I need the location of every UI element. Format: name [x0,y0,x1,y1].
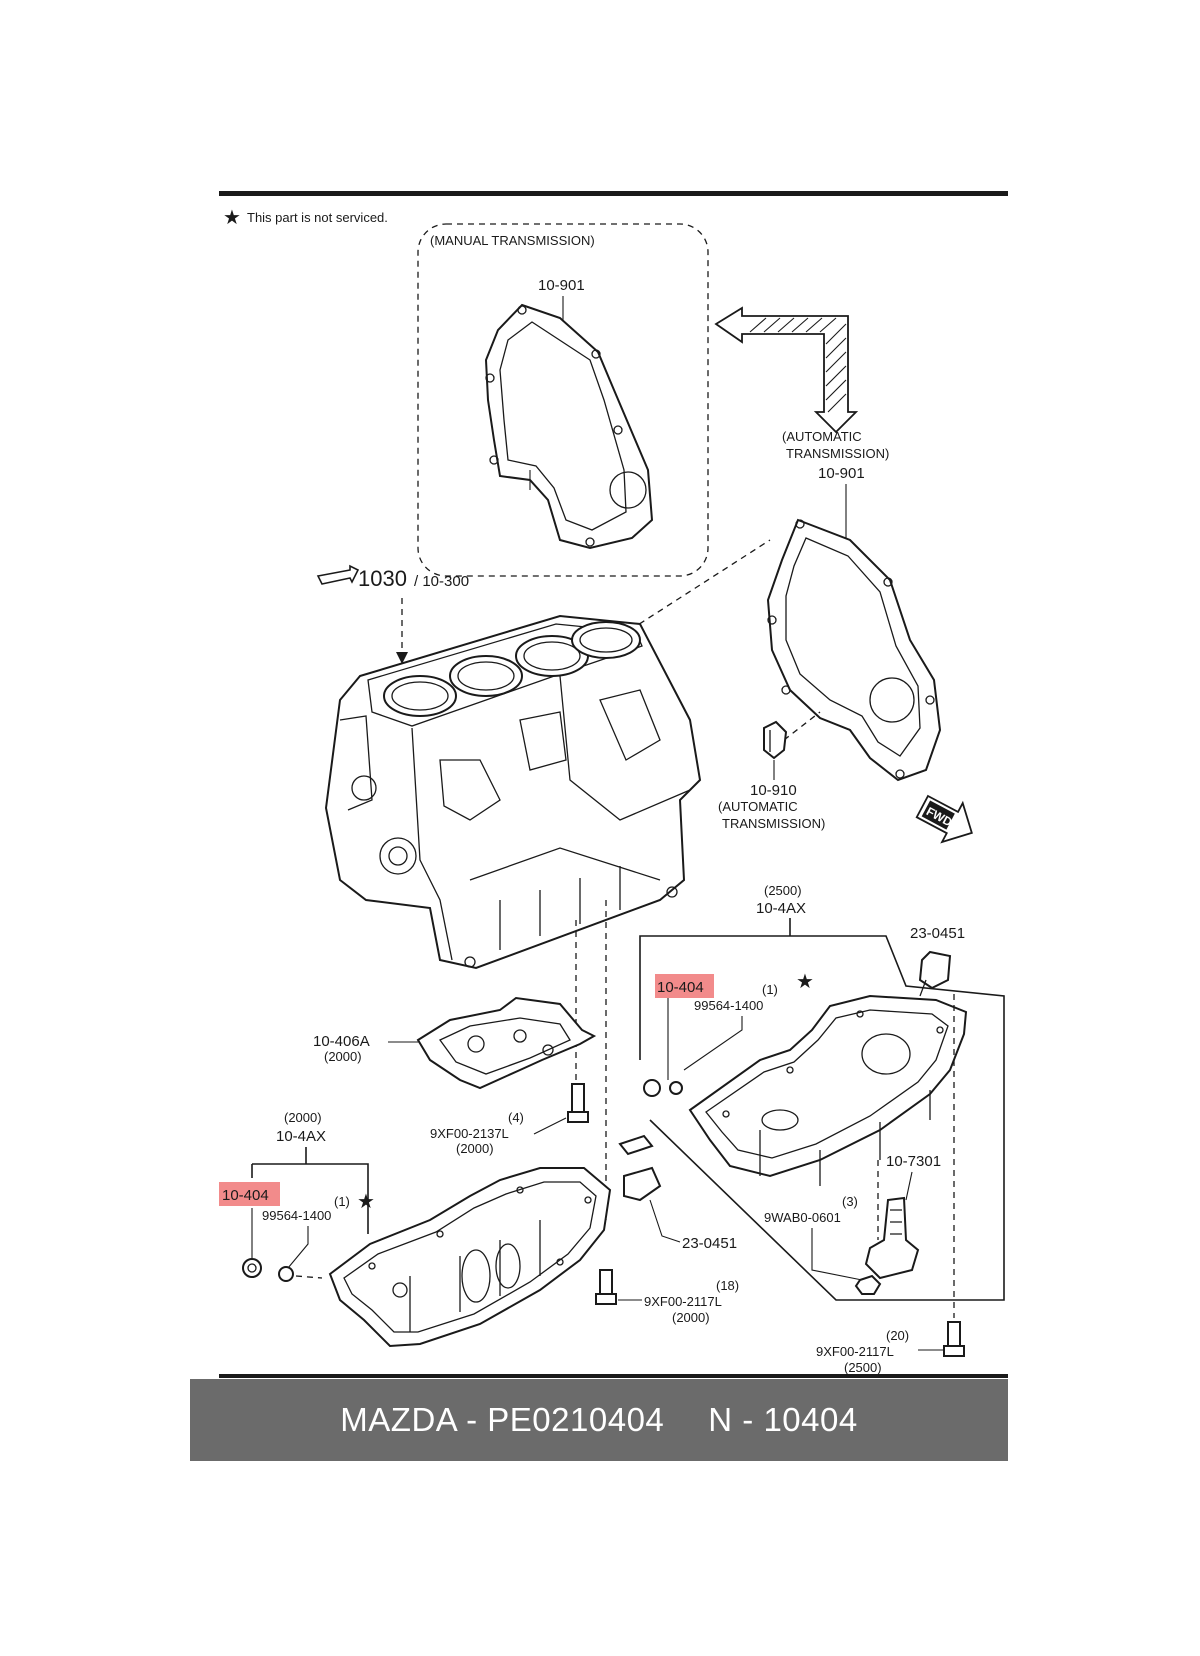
lower-sensor-part-label: 23-0451 [682,1235,737,1252]
lower-oil-pan-group: (2000) 10-4AX 10-404 (1) 99564-1400 ★ 23… [219,1110,739,1348]
upper-oil-level-sensor [918,950,952,990]
lower-not-serviced-star-icon: ★ [357,1191,375,1213]
upper-not-serviced-star-icon: ★ [796,971,814,993]
bolt4-qty: (4) [508,1110,524,1125]
top-rule [219,191,1008,196]
auto-plate-title-line2: TRANSMISSION) [786,446,889,461]
upper-oil-pan-group: (2500) 10-4AX 23-0451 10-404 (1) 99564-1… [639,883,1005,1375]
lower-drain-plug-highlight [219,1182,280,1206]
lower-pan-qty: (2000) [284,1110,322,1125]
nut-part-label: 9WAB0-0601 [764,1210,841,1225]
sensor-line1: (AUTOMATIC [718,799,798,814]
bolt-4-group: (4) 9XF00-2137L (2000) [430,1083,589,1156]
transmission-sensor [763,720,788,760]
bolt4-note: (2000) [456,1141,494,1156]
automatic-end-plate [766,518,942,782]
lower-drain-plug [242,1258,262,1278]
lower-oil-pan [328,1167,612,1348]
manual-transmission-group: (MANUAL TRANSMISSION) 10-901 [417,223,709,577]
upper-drain-plug [643,1079,661,1097]
auto-plate-title-line1: (AUTOMATIC [782,429,862,444]
manual-plate-part-label: 10-901 [538,277,585,294]
lower-drain-washer [278,1266,294,1282]
lower-washer-qty: (1) [334,1194,350,1209]
sensor-line2: TRANSMISSION) [722,816,825,831]
strainer-part-label: 10-7301 [886,1153,941,1170]
bottom-rule [219,1374,1008,1378]
oil-strainer [864,1196,920,1280]
footer-number: N - 10404 [708,1401,858,1438]
bolt20-part-label: 9XF00-2117L [816,1344,894,1359]
bolt18-part-label: 9XF00-2117L [644,1294,722,1309]
upper-pan-part-label: 10-4AX [756,900,806,917]
sensor-bracket [618,1134,654,1156]
upper-washer-qty: (1) [762,982,778,997]
nut-qty: (3) [842,1194,858,1209]
bolt18-qty: (18) [716,1278,739,1293]
note-text: This part is not serviced. [247,210,388,225]
bolt20-qty: (20) [886,1328,909,1343]
forward-arrow: FWD [915,794,973,844]
transmission-sensor-group: 10-910 (AUTOMATIC TRANSMISSION) [718,720,825,831]
auto-plate-part-label: 10-901 [818,465,865,482]
star-icon: ★ [223,207,241,229]
baffle-part-label: 10-406A [313,1033,370,1050]
lower-washer-part-label: 99564-1400 [262,1208,331,1223]
bolt20-note: (2500) [844,1360,882,1375]
upper-oil-pan [688,994,968,1178]
reference-pointer-icon [316,564,360,585]
oil-baffle-group: 10-406A (2000) [313,996,597,1090]
lower-oil-level-sensor [623,1166,662,1202]
block-ref-sub: / 10-300 [414,573,469,590]
manual-end-plate [484,303,654,550]
lower-drain-plug-label: 10-404 [222,1187,269,1204]
oil-baffle-plate [416,996,597,1090]
manual-box-title: (MANUAL TRANSMISSION) [430,233,595,248]
view-direction-arrow [714,306,859,434]
sensor-part-label: 10-910 [750,782,797,799]
strainer-nut [854,1274,882,1295]
block-ref-main: 1030 [358,566,407,591]
upper-pan-qty: (2500) [764,883,802,898]
automatic-plate-group: (AUTOMATIC TRANSMISSION) 10-901 [629,429,942,782]
upper-washer-part-label: 99564-1400 [694,998,763,1013]
baffle-note: (2000) [324,1049,362,1064]
lower-pan-part-label: 10-4AX [276,1128,326,1145]
footer-bar: MAZDA - PE0210404 N - 10404 [190,1379,1008,1461]
upper-sensor-part-label: 23-0451 [910,925,965,942]
upper-drain-plug-highlight [655,974,714,998]
bolt4-part-label: 9XF00-2137L [430,1126,509,1141]
upper-drain-plug-label: 10-404 [657,979,704,996]
footer-brand: MAZDA - PE0210404 [340,1401,665,1438]
cylinder-block-group: 1030 / 10-300 [316,564,702,1220]
upper-drain-washer [669,1081,683,1095]
bolt18-note: (2000) [672,1310,710,1325]
